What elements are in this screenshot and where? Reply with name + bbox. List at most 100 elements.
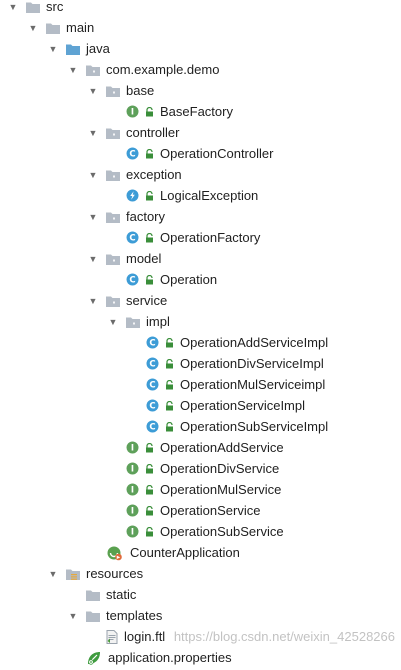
folder-icon	[26, 1, 40, 13]
tree-node-label: com.example.demo	[106, 62, 220, 77]
tree-node-label: OperationAddServiceImpl	[180, 335, 329, 350]
lock-icon	[165, 421, 174, 432]
expand-arrow-icon[interactable]: ▼	[88, 85, 98, 96]
tree-node-com-example-demo[interactable]: ▼ com.example.demo	[0, 59, 401, 80]
expand-arrow-icon[interactable]: ▼	[48, 568, 58, 579]
exception-class-icon	[126, 189, 139, 202]
tree-node-label: OperationMulService	[160, 482, 282, 497]
tree-node-label: OperationDivService	[160, 461, 280, 476]
lock-icon	[145, 274, 154, 285]
lock-icon	[165, 379, 174, 390]
svg-text:C: C	[129, 234, 135, 244]
expand-arrow-icon[interactable]: ▼	[68, 64, 78, 75]
svg-text:C: C	[129, 150, 135, 160]
class-icon: C	[146, 336, 159, 349]
tree-node-label: model	[126, 251, 162, 266]
svg-text:I: I	[131, 486, 134, 496]
expand-arrow-icon[interactable]: ▼	[88, 253, 98, 264]
svg-text:▶: ▶	[117, 555, 121, 560]
interface-icon: I	[126, 441, 139, 454]
tree-node-label: OperationSubServiceImpl	[180, 419, 329, 434]
svg-text:C: C	[149, 381, 155, 391]
expand-arrow-icon[interactable]: ▼	[88, 169, 98, 180]
svg-text:I: I	[131, 507, 134, 517]
package-icon	[106, 295, 120, 307]
class-icon: C	[146, 378, 159, 391]
tree-node-operationcontroller[interactable]: C OperationController	[0, 143, 401, 164]
tree-node-label: templates	[106, 608, 163, 623]
tree-node-static[interactable]: static	[0, 584, 401, 605]
expand-arrow-icon[interactable]: ▼	[88, 127, 98, 138]
tree-node-label: Operation	[160, 272, 218, 287]
package-icon	[106, 127, 120, 139]
tree-node-label: OperationController	[160, 146, 274, 161]
tree-node-operation[interactable]: C Operation	[0, 269, 401, 290]
lock-icon	[145, 190, 154, 201]
expand-arrow-icon[interactable]: ▼	[8, 1, 18, 12]
package-icon	[126, 316, 140, 328]
tree-node-operationmulservice[interactable]: I OperationMulService	[0, 479, 401, 500]
lock-icon	[165, 337, 174, 348]
tree-node-label: resources	[86, 566, 144, 581]
folder-icon	[86, 589, 100, 601]
expand-arrow-icon[interactable]: ▼	[108, 316, 118, 327]
tree-node-model[interactable]: ▼ model	[0, 248, 401, 269]
tree-node-java[interactable]: ▼java	[0, 38, 401, 59]
expand-arrow-icon[interactable]: ▼	[68, 610, 78, 621]
tree-node-operationmulserviceimpl[interactable]: C OperationMulServiceimpl	[0, 374, 401, 395]
tree-node-exception[interactable]: ▼ exception	[0, 164, 401, 185]
interface-icon: I	[126, 462, 139, 475]
tree-node-logicalexception[interactable]: LogicalException	[0, 185, 401, 206]
tree-node-label: controller	[126, 125, 180, 140]
class-icon: C	[126, 273, 139, 286]
lock-icon	[145, 463, 154, 474]
tree-node-controller[interactable]: ▼ controller	[0, 122, 401, 143]
resources-folder-icon	[66, 568, 80, 580]
tree-node-resources[interactable]: ▼ resources	[0, 563, 401, 584]
tree-node-label: BaseFactory	[160, 104, 233, 119]
lock-icon	[145, 232, 154, 243]
expand-arrow-icon[interactable]: ▼	[28, 22, 38, 33]
lock-icon	[165, 358, 174, 369]
expand-arrow-icon[interactable]: ▼	[88, 211, 98, 222]
tree-node-login-ftl[interactable]: login.ftl	[0, 626, 401, 647]
svg-text:C: C	[149, 339, 155, 349]
interface-icon: I	[126, 525, 139, 538]
lock-icon	[145, 526, 154, 537]
class-icon: C	[126, 231, 139, 244]
tree-node-counterapplication[interactable]: ▶ CounterApplication	[0, 542, 401, 563]
tree-node-label: OperationFactory	[160, 230, 261, 245]
tree-node-operationfactory[interactable]: C OperationFactory	[0, 227, 401, 248]
tree-node-service[interactable]: ▼service	[0, 290, 401, 311]
tree-node-factory[interactable]: ▼ factory	[0, 206, 401, 227]
tree-node-label: exception	[126, 167, 182, 182]
tree-node-operationaddserviceimpl[interactable]: C OperationAddServiceImpl	[0, 332, 401, 353]
ftl-file-icon	[106, 629, 118, 644]
tree-node-label: src	[46, 0, 64, 14]
expand-arrow-icon[interactable]: ▼	[48, 43, 58, 54]
tree-node-operationdivservice[interactable]: I OperationDivService	[0, 458, 401, 479]
tree-node-templates[interactable]: ▼ templates	[0, 605, 401, 626]
lock-icon	[145, 148, 154, 159]
tree-node-src[interactable]: ▼ src	[0, 0, 401, 17]
tree-node-main[interactable]: ▼main	[0, 17, 401, 38]
package-icon	[106, 253, 120, 265]
tree-node-base[interactable]: ▼base	[0, 80, 401, 101]
svg-text:C: C	[129, 276, 135, 286]
tree-node-application-properties[interactable]: application.properties	[0, 647, 401, 668]
expand-arrow-icon[interactable]: ▼	[88, 295, 98, 306]
watermark: https://blog.csdn.net/weixin_42528266	[173, 629, 395, 644]
tree-node-label: factory	[126, 209, 166, 224]
tree-node-label: OperationMulServiceimpl	[180, 377, 326, 392]
lock-icon	[145, 505, 154, 516]
tree-node-label: CounterApplication	[130, 545, 240, 560]
tree-node-impl[interactable]: ▼impl	[0, 311, 401, 332]
properties-file-icon	[86, 650, 102, 666]
